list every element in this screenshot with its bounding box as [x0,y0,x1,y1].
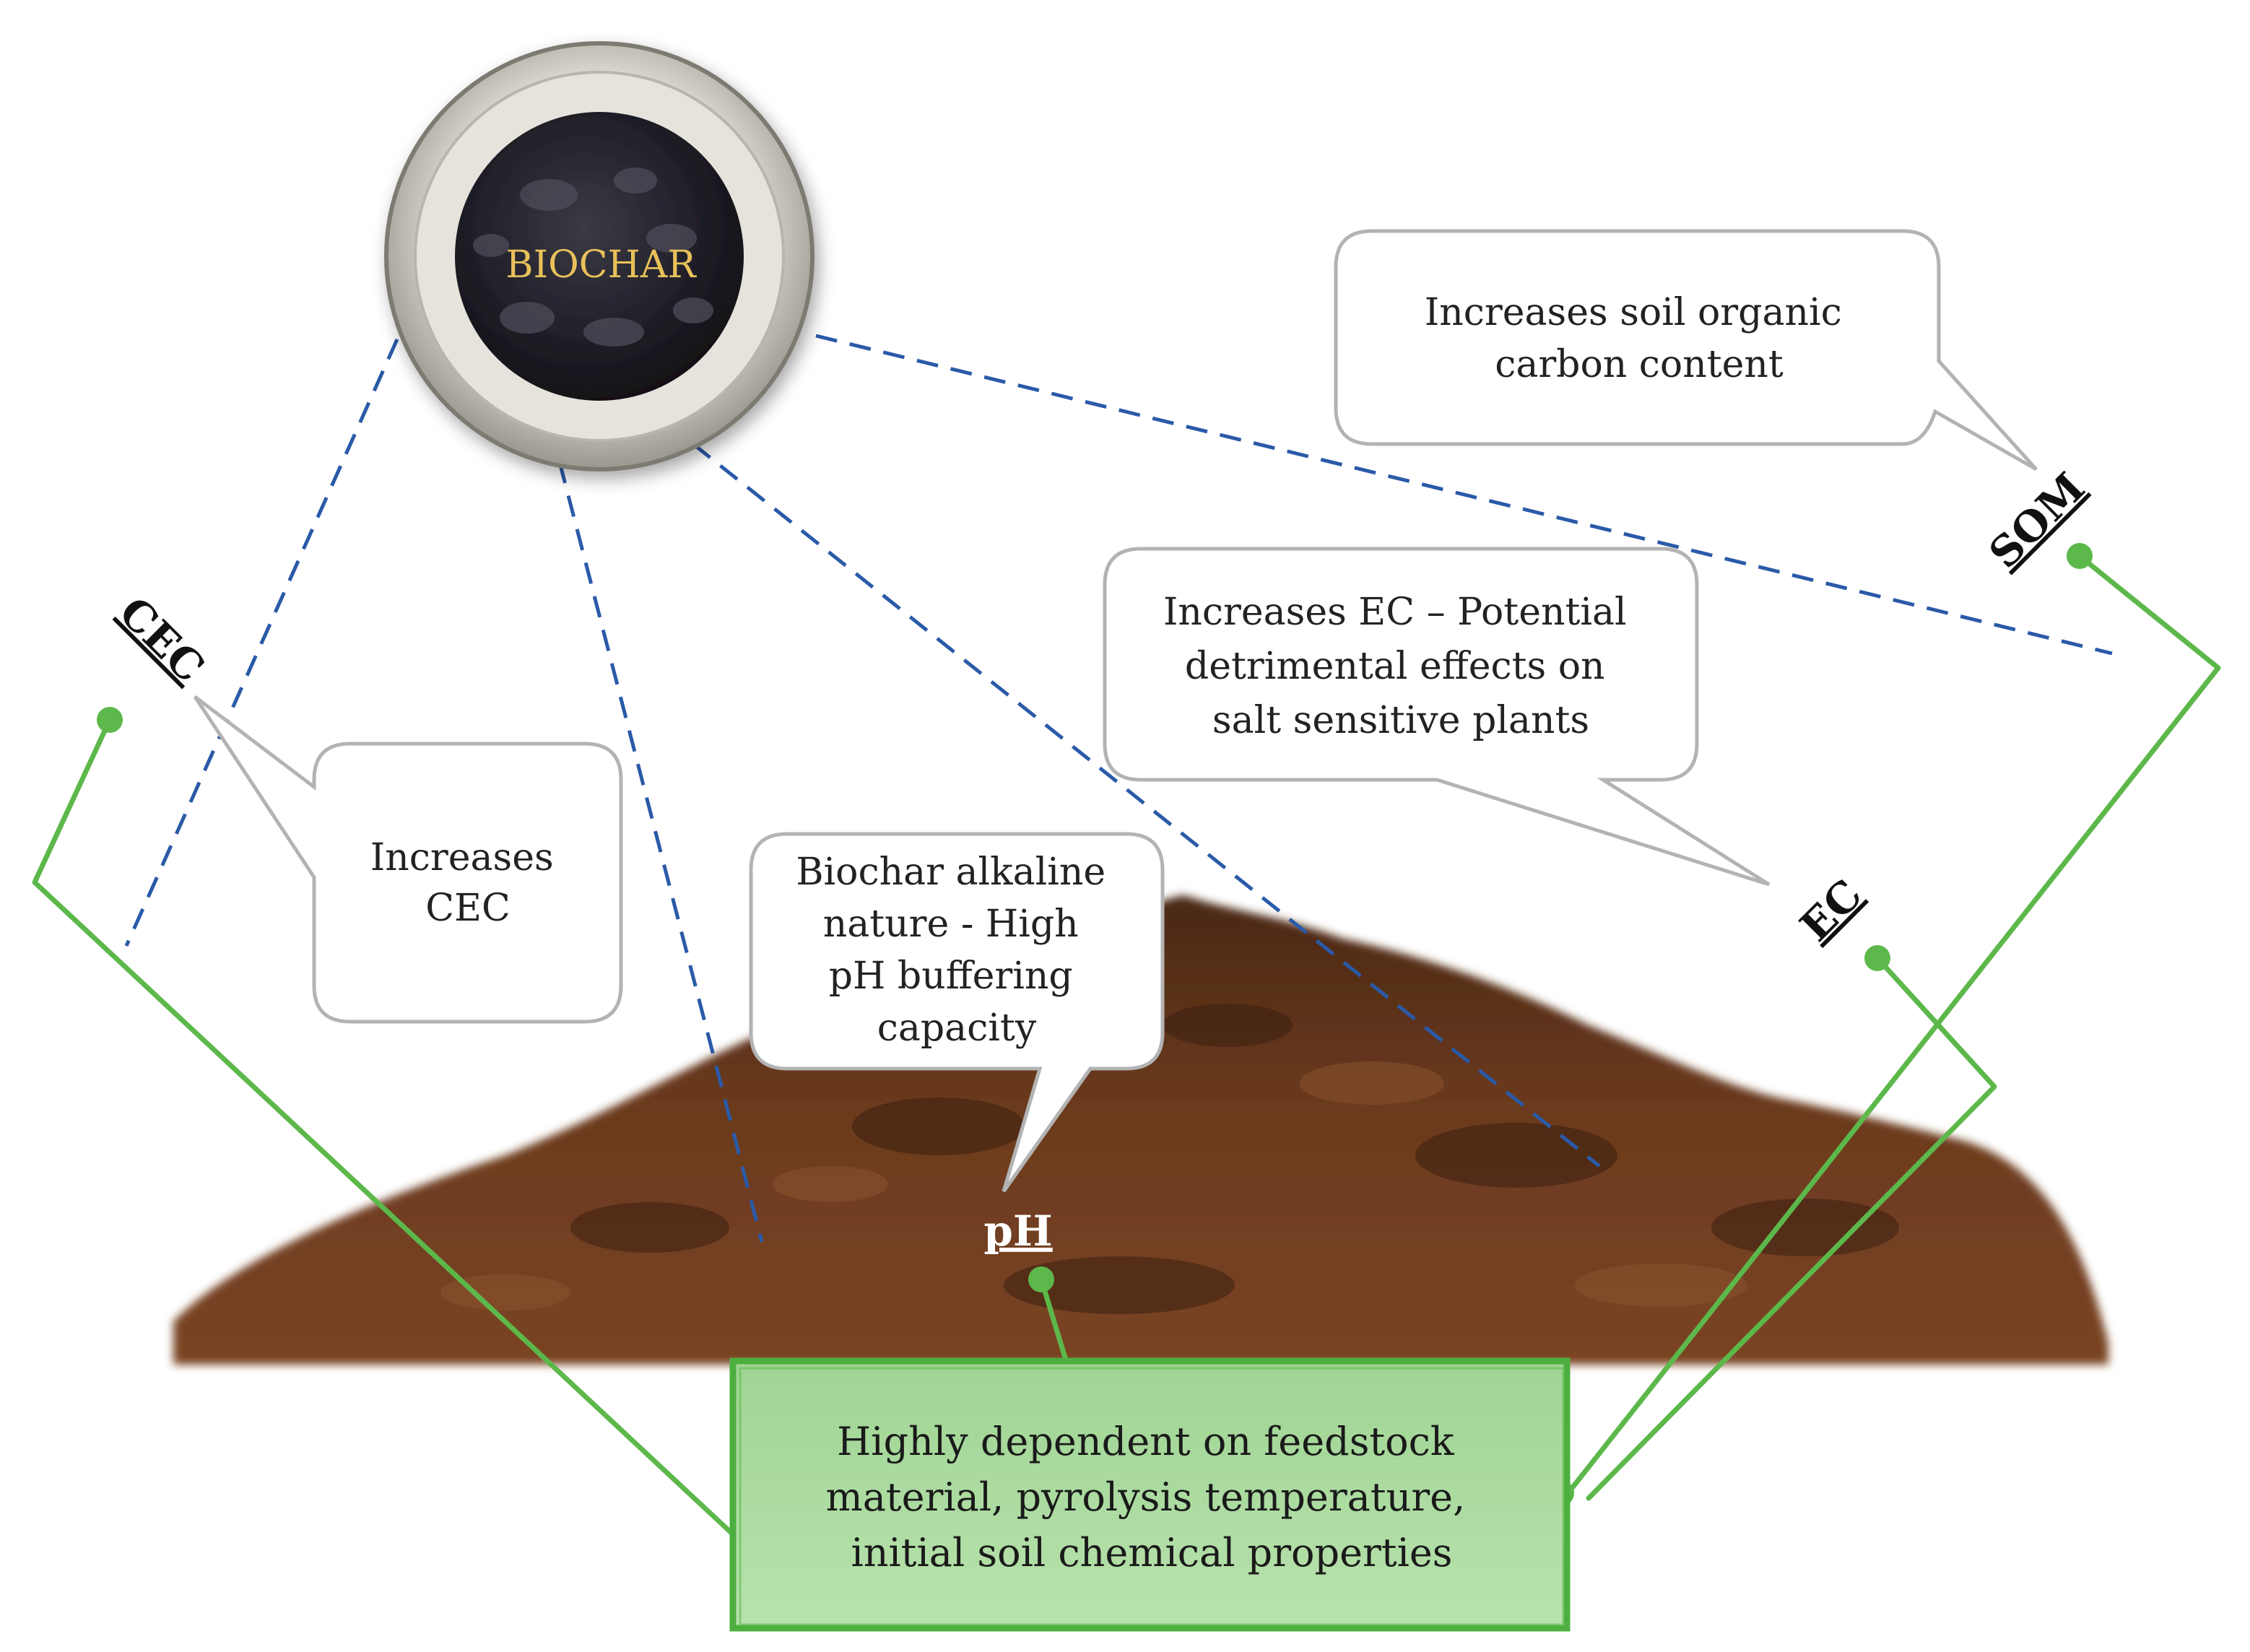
svg-text:Increases soil organic c: Increases soil organic carbon content [1425,291,1854,386]
label-cec: CEC [110,588,214,692]
label-ec-group: EC [1791,870,1872,951]
ph-note-line-4: capacity [877,1007,1037,1050]
dashed-line-ph [557,461,764,1243]
connector-cec [32,717,736,1537]
som-note-line-1: Increases soil organic [1425,291,1842,334]
svg-text:Highly dependent on feedstock: Highly dependent on feedstock material, … [826,1419,1478,1575]
ph-note-line-1: Biochar alkaline [796,851,1106,894]
green-connector-lines [32,553,2221,1537]
svg-text:Increases EC – Potential: Increases EC – Potential detrimental eff… [1163,591,1638,742]
label-cec-group: CEC [110,588,214,692]
biochar-label: BIOCHAR [505,243,697,287]
connector-som [1564,553,2221,1497]
dashed-line-cec [124,338,399,947]
ec-note-line-1: Increases EC – Potential [1163,591,1627,634]
dependency-line-2: material, pyrolysis temperature, [826,1474,1466,1520]
ec-note-line-3: salt sensitive plants [1212,699,1589,742]
connector-dot-som [2067,543,2093,569]
connector-ph [1038,1277,1070,1368]
ph-note-line-3: pH buffering [829,955,1073,998]
biochar-disc [384,41,815,471]
som-note-line-2: carbon content [1495,343,1784,386]
bubble-cec: Increases CEC [193,695,623,1024]
bubble-ec: Increases EC – Potential detrimental eff… [1103,547,1771,887]
dependency-line-1: Highly dependent on feedstock [837,1419,1455,1464]
bubble-ph: Biochar alkaline nature - High pH buffer… [749,832,1165,1193]
label-ph: pH [983,1207,1052,1256]
label-ec: EC [1791,870,1872,951]
label-ph-group: pH [983,1207,1052,1256]
cec-note-line-2: CEC [425,887,511,930]
dependency-line-3: initial soil chemical properties [851,1530,1452,1575]
connector-dot-ph [1028,1266,1054,1292]
dashed-line-som [815,334,2113,656]
dashed-line-ec [692,443,1601,1168]
dependency-box: Highly dependent on feedstock material, … [729,1357,1571,1632]
connector-dot-cec [97,707,123,733]
ec-note-line-2: detrimental effects on [1185,645,1605,688]
dashed-connector-lines [124,334,2113,1243]
connector-dot-ec [1864,945,1890,971]
svg-text:Increases CEC: Increases CEC [370,836,565,930]
connector-ec [1586,955,1997,1501]
ph-note-line-2: nature - High [823,903,1079,946]
svg-text:Biochar alkaline nature: Biochar alkaline nature - High pH buffer… [796,851,1117,1050]
cec-note-line-1: Increases [370,836,554,879]
bubble-som: Increases soil organic carbon content [1334,229,2038,471]
